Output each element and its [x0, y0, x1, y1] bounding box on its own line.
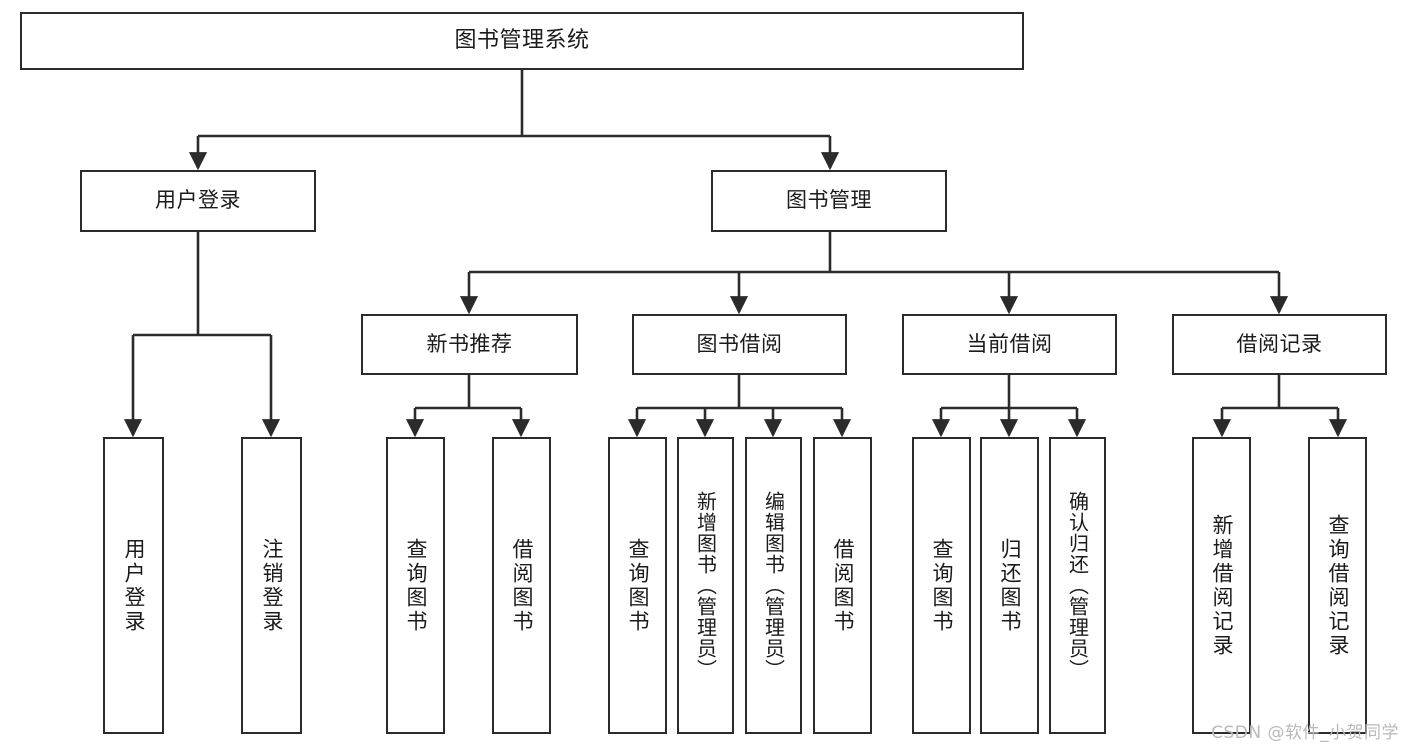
node-label: 用户登录	[155, 188, 241, 213]
node-label: 查询图书	[930, 537, 954, 634]
node-leaf-add-borrow-record[interactable]: 新增借阅记录	[1192, 437, 1251, 734]
node-leaf-query-borrow-record[interactable]: 查询借阅记录	[1308, 437, 1367, 734]
node-label: 图书管理系统	[454, 27, 590, 53]
node-label: 图书管理	[786, 188, 872, 213]
node-label: 借阅记录	[1236, 331, 1323, 356]
node-label: 查询图书	[626, 537, 650, 634]
node-label: 当前借阅	[966, 331, 1053, 356]
node-book-manage[interactable]: 图书管理	[711, 170, 947, 232]
node-label: 编辑图书（管理员）	[761, 491, 786, 680]
node-leaf-borrow-book-2[interactable]: 借阅图书	[813, 437, 872, 734]
node-label: 归还图书	[998, 537, 1022, 634]
node-label: 借阅图书	[831, 537, 855, 634]
node-label: 确认归还（管理员）	[1065, 491, 1090, 680]
node-book-borrow[interactable]: 图书借阅	[632, 314, 847, 375]
node-current-borrow[interactable]: 当前借阅	[902, 314, 1117, 375]
node-new-book-recommend[interactable]: 新书推荐	[361, 314, 578, 375]
node-borrow-record[interactable]: 借阅记录	[1172, 314, 1387, 375]
node-leaf-query-book-1[interactable]: 查询图书	[386, 437, 445, 734]
node-leaf-confirm-return-admin[interactable]: 确认归还（管理员）	[1049, 437, 1106, 734]
node-leaf-query-book-2[interactable]: 查询图书	[608, 437, 667, 734]
node-leaf-edit-book-admin[interactable]: 编辑图书（管理员）	[745, 437, 802, 734]
node-leaf-return-book[interactable]: 归还图书	[980, 437, 1039, 734]
node-label: 查询图书	[404, 537, 428, 634]
node-leaf-logout[interactable]: 注销登录	[241, 437, 302, 734]
node-leaf-user-login[interactable]: 用户登录	[103, 437, 164, 734]
node-label: 借阅图书	[510, 537, 534, 634]
node-label: 图书借阅	[696, 331, 783, 356]
node-user-login[interactable]: 用户登录	[80, 170, 316, 232]
node-leaf-query-book-3[interactable]: 查询图书	[912, 437, 971, 734]
node-label: 用户登录	[122, 537, 146, 634]
node-label: 新增借阅记录	[1210, 513, 1234, 658]
watermark-text: CSDN @软件_小贺同学	[1211, 723, 1399, 743]
node-root-book-management-system[interactable]: 图书管理系统	[20, 12, 1024, 70]
node-leaf-borrow-book-1[interactable]: 借阅图书	[492, 437, 551, 734]
node-label: 注销登录	[260, 537, 284, 634]
node-label: 新书推荐	[426, 331, 513, 356]
node-label: 新增图书（管理员）	[693, 491, 718, 680]
node-label: 查询借阅记录	[1326, 513, 1350, 658]
node-leaf-add-book-admin[interactable]: 新增图书（管理员）	[677, 437, 734, 734]
